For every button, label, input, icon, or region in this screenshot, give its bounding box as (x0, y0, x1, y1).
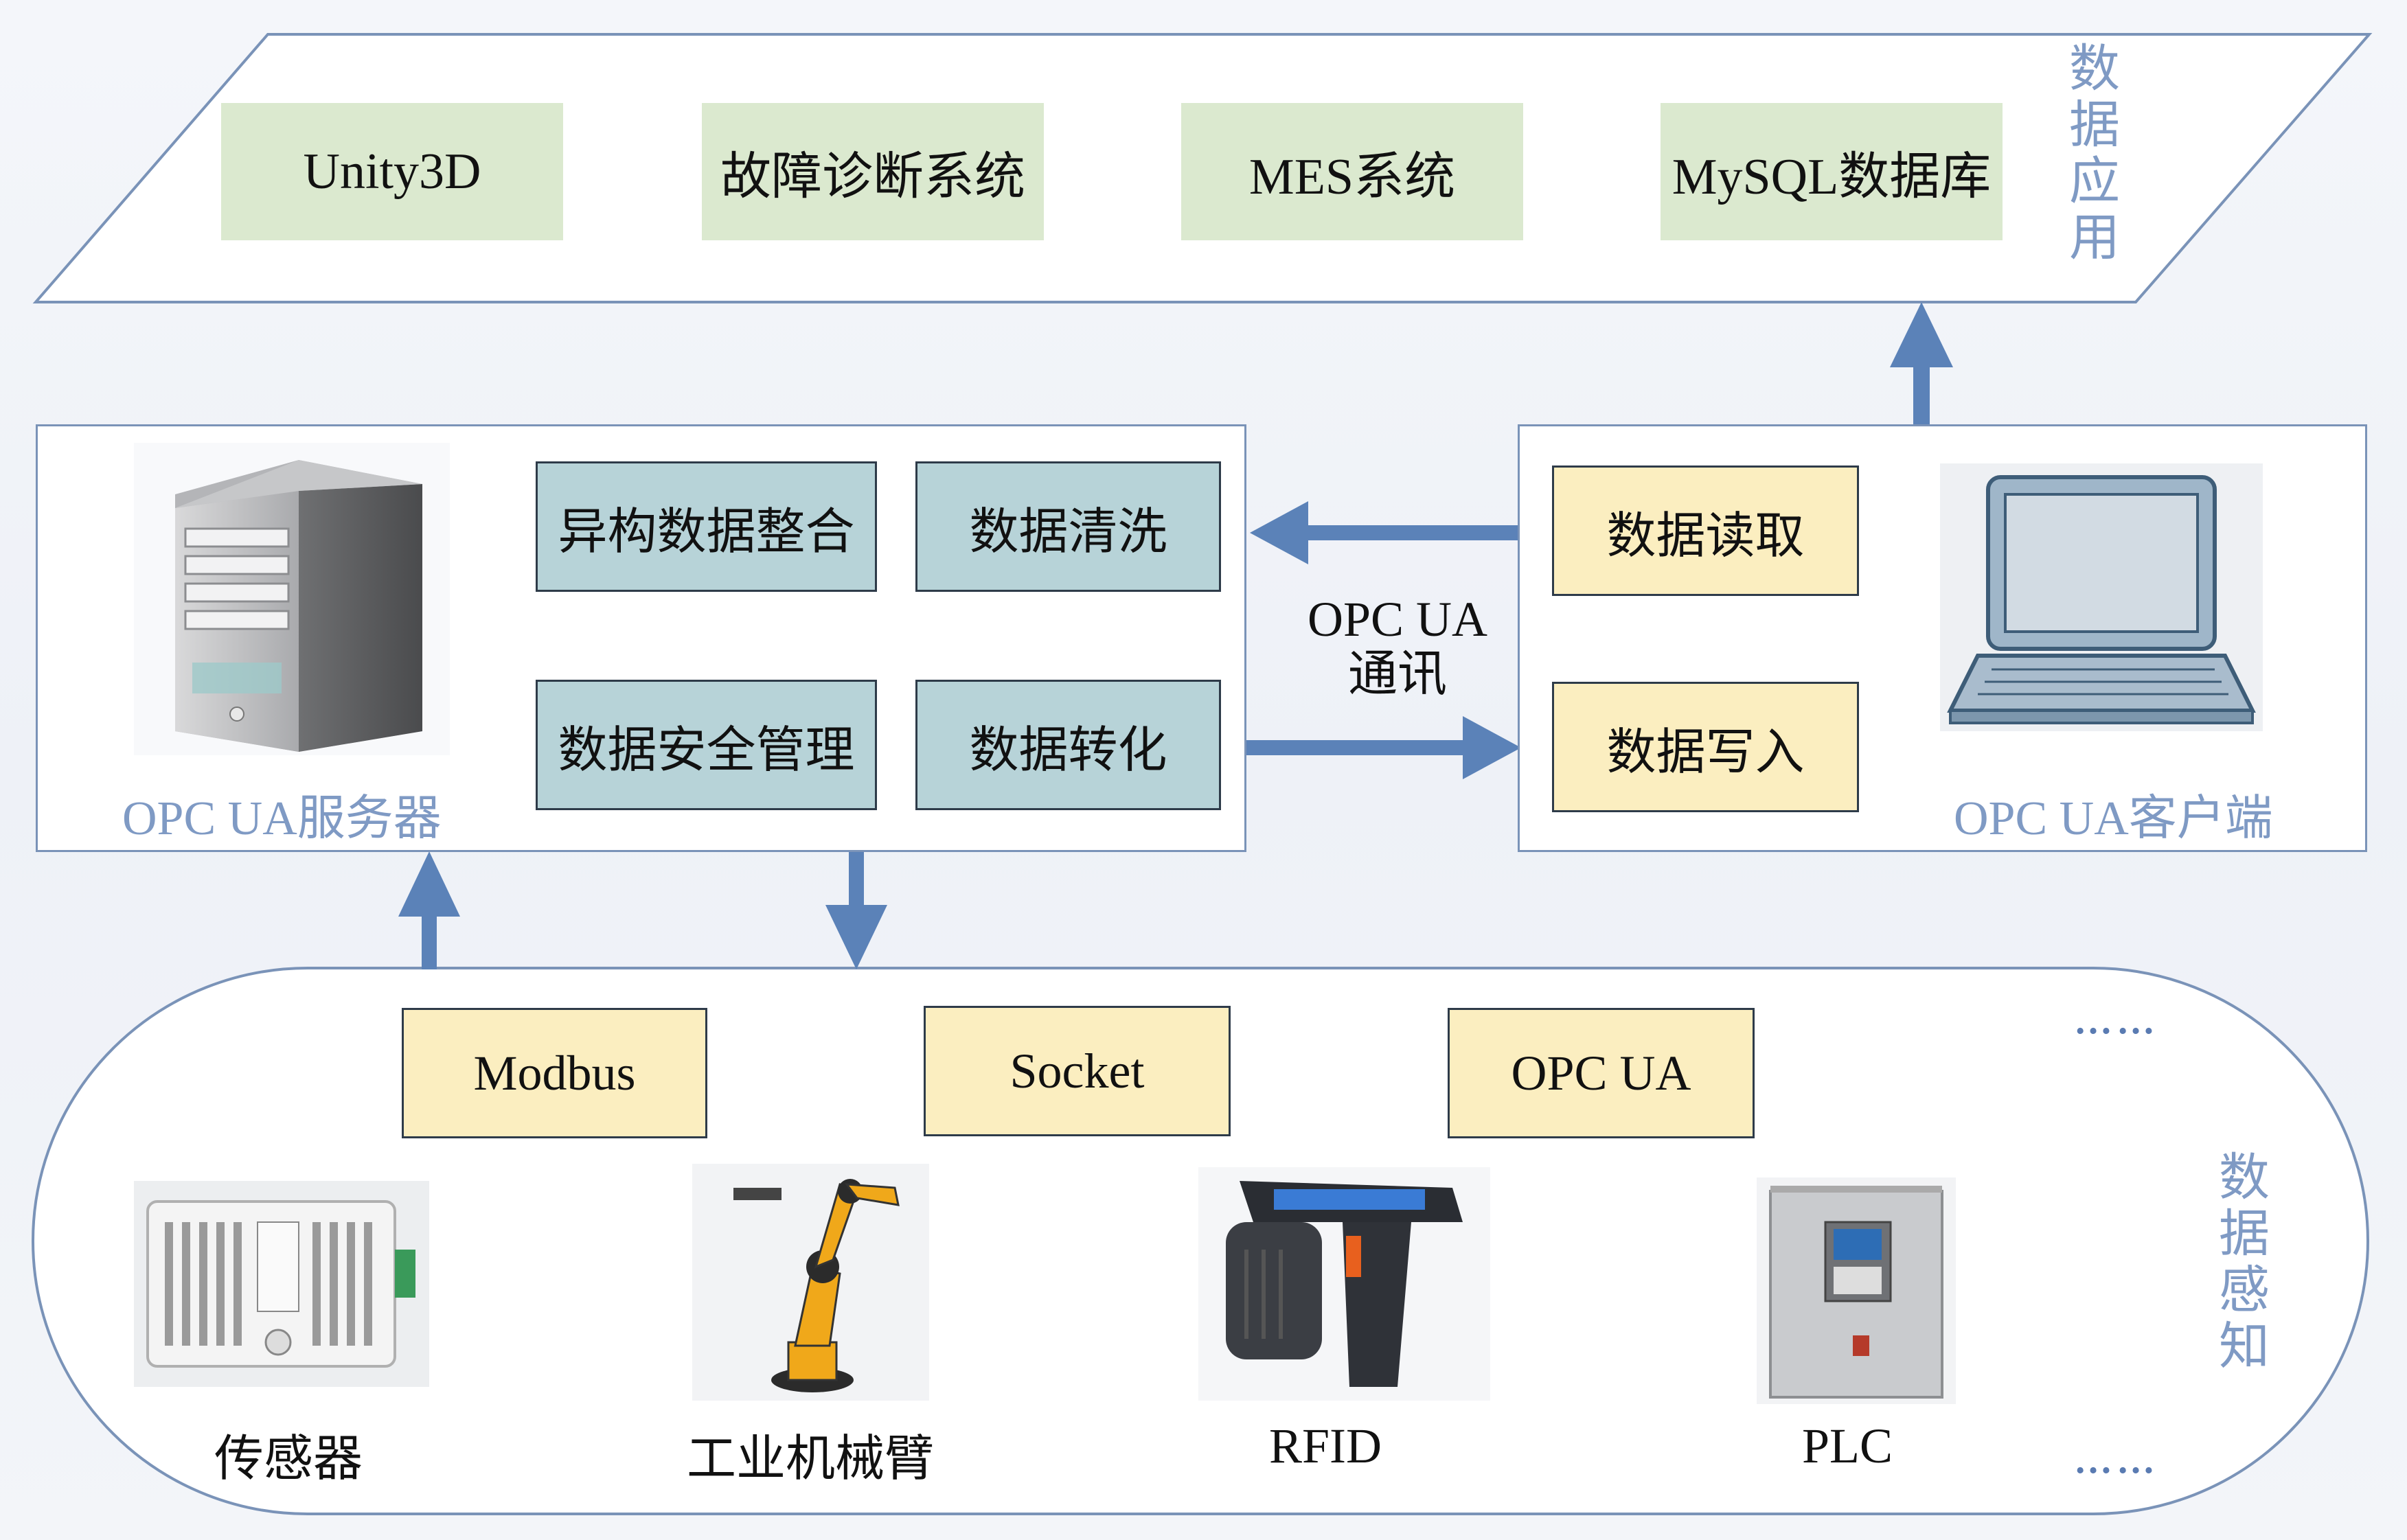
opc-ua-client-caption: OPC UA客户端 (1954, 792, 2273, 845)
laptop-icon (1940, 463, 2263, 731)
unity3d-label: Unity3D (303, 143, 481, 200)
fault-diagnosis-label: 故障诊断系统 (720, 148, 1025, 205)
data-security-box: 数据安全管理 (536, 680, 877, 810)
server-tower-icon (134, 443, 450, 755)
robot-arm-label: 工业机械臂 (686, 1432, 934, 1486)
opc-ua-server-caption: OPC UA服务器 (122, 792, 442, 845)
opc-ua-protocol-label: OPC UA (1511, 1045, 1691, 1101)
socket-box: Socket (924, 1006, 1231, 1136)
heterogeneous-integration-label: 异构数据整合 (558, 504, 855, 560)
communication-line1: OPC UA (1307, 592, 1488, 647)
mysql-label: MySQL数据库 (1672, 148, 1992, 205)
data-conversion-label: 数据转化 (969, 722, 1167, 778)
opc-ua-communication-label: OPC UA 通讯 (1284, 592, 1511, 702)
unity3d-box: Unity3D (221, 103, 563, 240)
data-read-box: 数据读取 (1552, 466, 1859, 596)
application-layer-label: 数据应用 (2069, 41, 2120, 266)
data-conversion-box: 数据转化 (915, 680, 1221, 810)
modbus-label: Modbus (473, 1045, 636, 1101)
sensor-image (134, 1181, 429, 1387)
plc-label: PLC (1801, 1418, 1893, 1473)
modbus-box: Modbus (402, 1008, 707, 1138)
data-write-label: 数据写入 (1606, 724, 1805, 780)
arrow-read-to-server (1250, 501, 1525, 564)
plc-cabinet-image (1757, 1177, 1956, 1404)
data-write-box: 数据写入 (1552, 682, 1859, 812)
arrow-perception-to-server (398, 851, 460, 969)
protocols-ellipsis: …… (2074, 1000, 2159, 1042)
communication-line2: 通讯 (1347, 647, 1447, 702)
rfid-scanner-image (1198, 1167, 1490, 1401)
data-cleaning-label: 数据清洗 (969, 504, 1167, 560)
data-security-label: 数据安全管理 (558, 722, 855, 778)
data-read-label: 数据读取 (1606, 508, 1805, 564)
mes-label: MES系统 (1248, 148, 1456, 205)
robot-arm-image (692, 1164, 929, 1401)
mysql-box: MySQL数据库 (1661, 103, 2003, 240)
socket-label: Socket (1009, 1043, 1145, 1099)
data-cleaning-box: 数据清洗 (915, 461, 1221, 592)
perception-layer-label: 数据感知 (2219, 1150, 2270, 1375)
fault-diagnosis-box: 故障诊断系统 (702, 103, 1044, 240)
opc-ua-protocol-box: OPC UA (1448, 1008, 1755, 1138)
arrow-client-to-app (1890, 302, 1953, 426)
arrow-server-to-write (1243, 716, 1521, 779)
heterogeneous-integration-box: 异构数据整合 (536, 461, 877, 592)
rfid-label: RFID (1268, 1418, 1382, 1473)
devices-ellipsis: …… (2074, 1439, 2159, 1482)
mes-box: MES系统 (1181, 103, 1523, 240)
arrow-server-to-perception (825, 851, 887, 969)
sensor-label: 传感器 (214, 1432, 363, 1486)
